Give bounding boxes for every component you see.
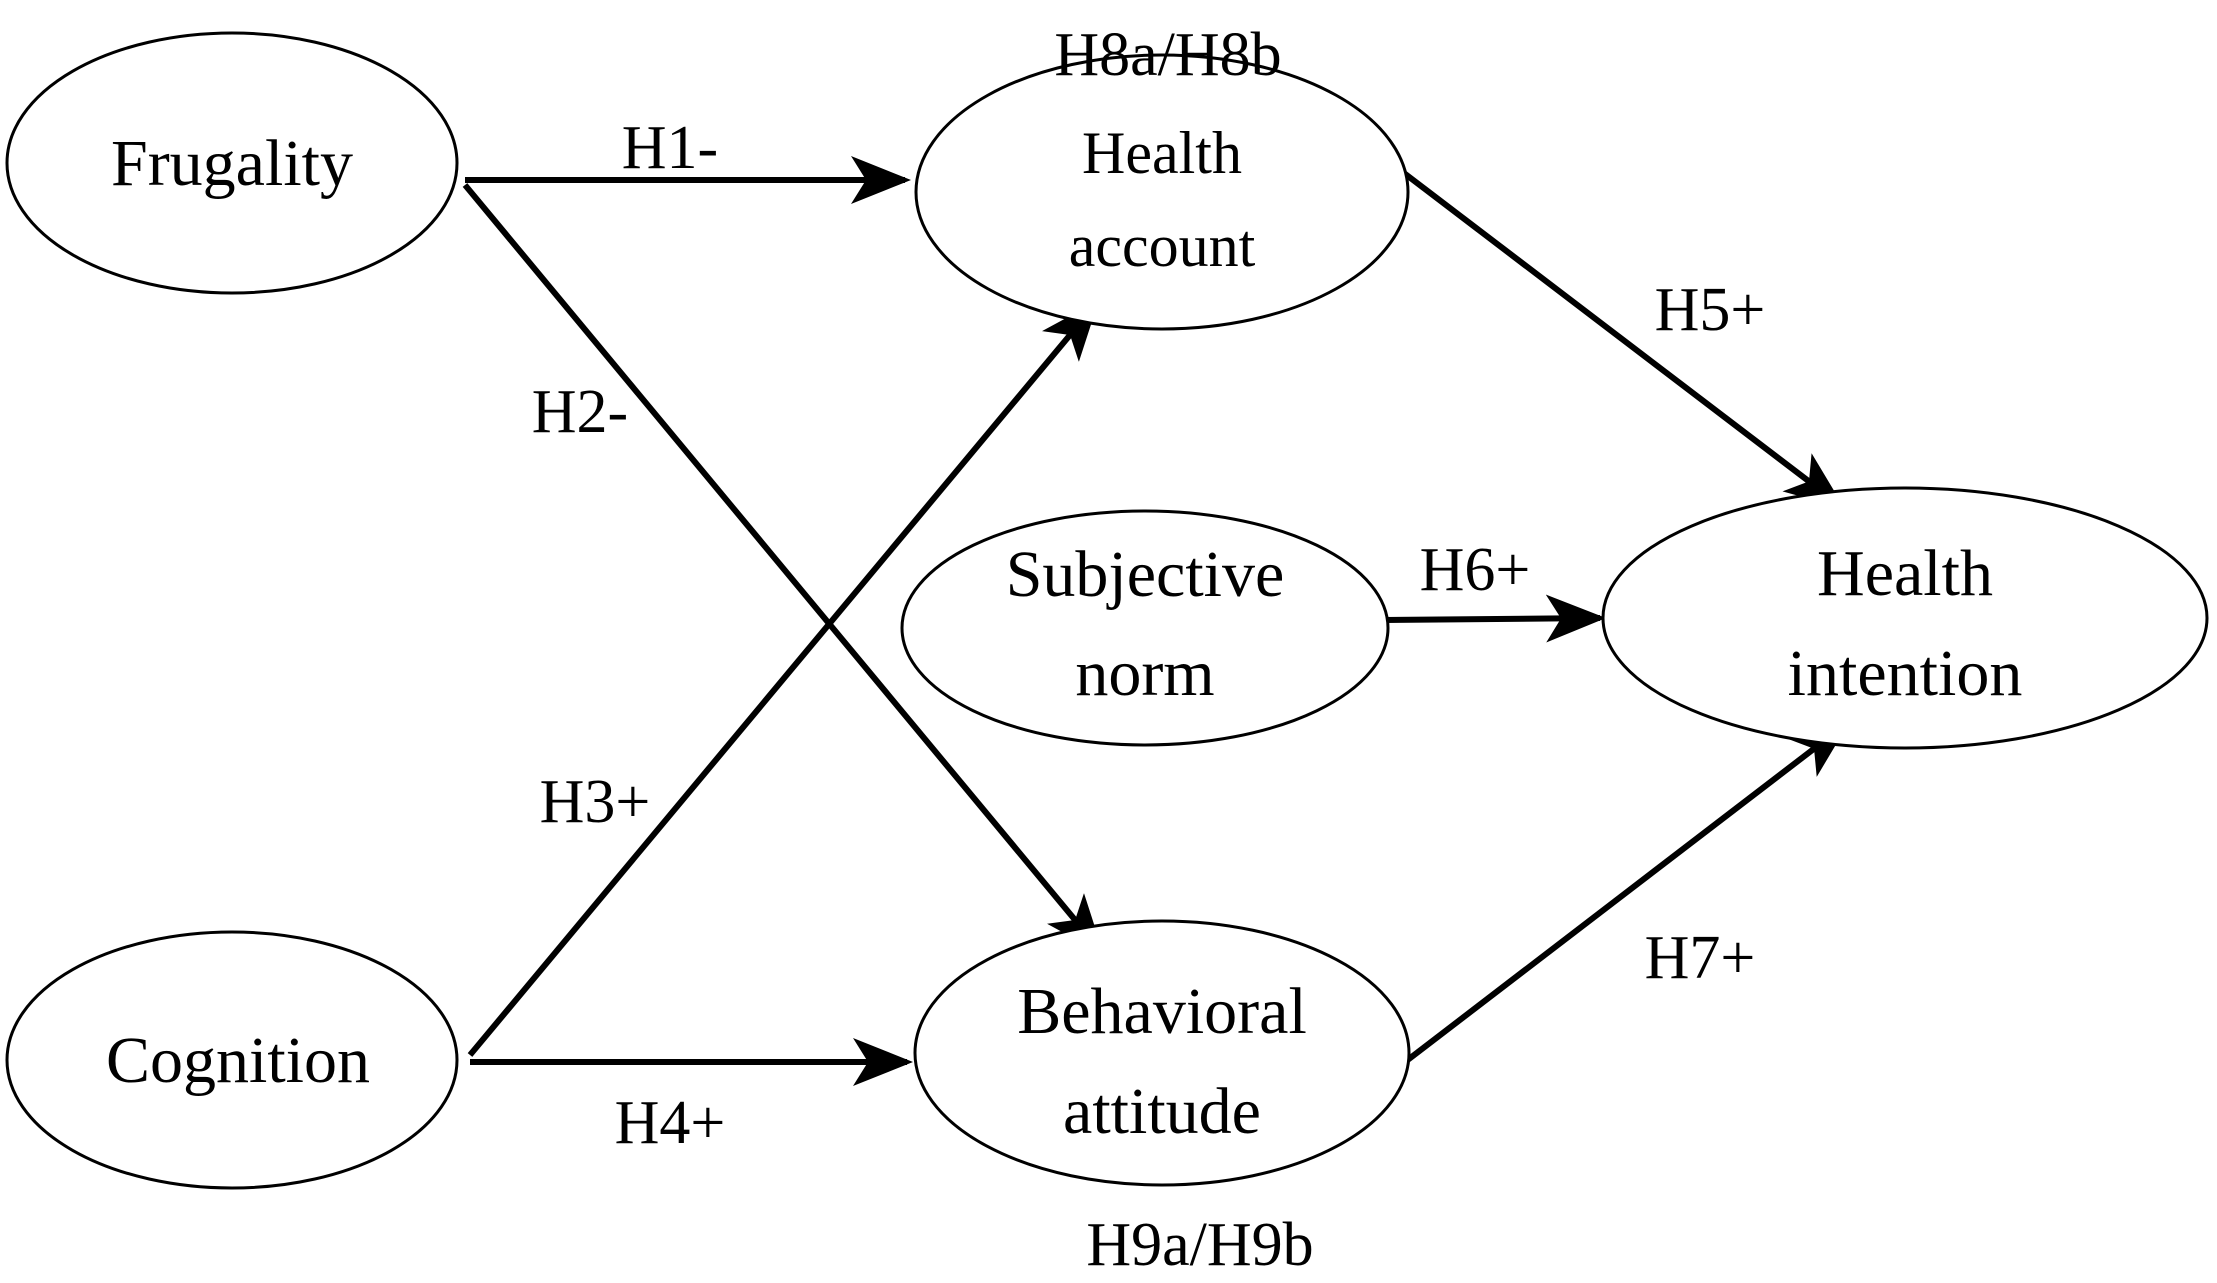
edge-h2-arrow [462,183,1104,955]
node-behavioral-attitude: Behavioral attitude [913,919,1411,1187]
edge-h6-arrow [1384,594,1606,643]
node-subjective-norm-line2: norm [1075,637,1214,710]
node-health-account-line2: account [1069,213,1256,279]
node-health-account-line1: Health [1082,120,1242,186]
node-behavioral-attitude-line1: Behavioral [1017,975,1307,1048]
node-health-intention: Health intention [1601,486,2209,750]
node-health-intention-line1: Health [1817,537,1993,610]
node-behavioral-attitude-line2: attitude [1063,1075,1261,1148]
edge-h3-label: H3+ [540,768,651,836]
annotation-h8: H8a/H8b [1054,21,1281,89]
edge-h7-arrow [1403,721,1850,1065]
node-subjective-norm: Subjective norm [900,509,1390,747]
edge-h5-arrow [1398,167,1845,509]
node-cognition-label: Cognition [106,1024,370,1097]
node-health-intention-line2: intention [1788,637,2023,710]
edge-h5-label: H5+ [1655,276,1766,344]
annotation-h9: H9a/H9b [1086,1211,1313,1279]
node-health-account: Health account [914,53,1410,331]
node-frugality-label: Frugality [111,127,353,200]
node-cognition: Cognition [5,930,459,1190]
edge-h6-label: H6+ [1420,536,1531,604]
edge-h7-label: H7+ [1645,924,1756,992]
node-subjective-norm-line1: Subjective [1006,538,1285,611]
edge-h2-label: H2- [532,378,628,446]
node-frugality: Frugality [5,31,459,295]
edge-h1-label: H1- [622,114,718,182]
edge-h3-arrow [467,300,1099,1057]
edge-h4-label: H4+ [615,1089,726,1157]
